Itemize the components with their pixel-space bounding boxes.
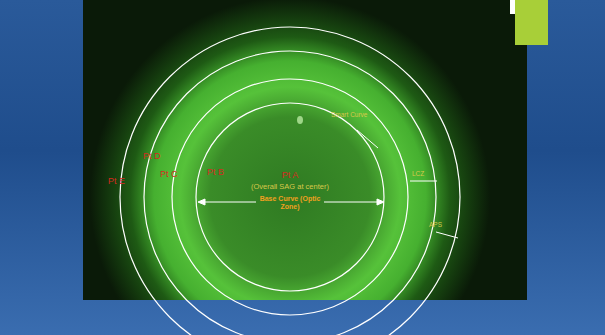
accent-bar bbox=[515, 0, 548, 45]
point-label: Pt E bbox=[108, 177, 125, 187]
point-label: Pt D bbox=[143, 152, 161, 162]
zone-circles bbox=[120, 27, 460, 335]
point-label: Pt C bbox=[160, 170, 178, 180]
zone-label: APS bbox=[429, 221, 442, 228]
point-label: Pt A bbox=[282, 171, 299, 181]
zone-label: Smart Curve bbox=[331, 111, 367, 118]
fluorescein-pattern bbox=[83, 0, 527, 300]
zone-label: Base Curve (Optic Zone) bbox=[259, 195, 321, 210]
point-label: Pt B bbox=[207, 168, 224, 178]
zone-label: LCZ bbox=[412, 170, 424, 177]
point-note: (Overall SAG at center) bbox=[251, 183, 329, 191]
accent-strip bbox=[510, 0, 515, 14]
leader-lines bbox=[357, 130, 458, 238]
bubble bbox=[297, 116, 303, 124]
photo-ground bbox=[83, 0, 527, 300]
